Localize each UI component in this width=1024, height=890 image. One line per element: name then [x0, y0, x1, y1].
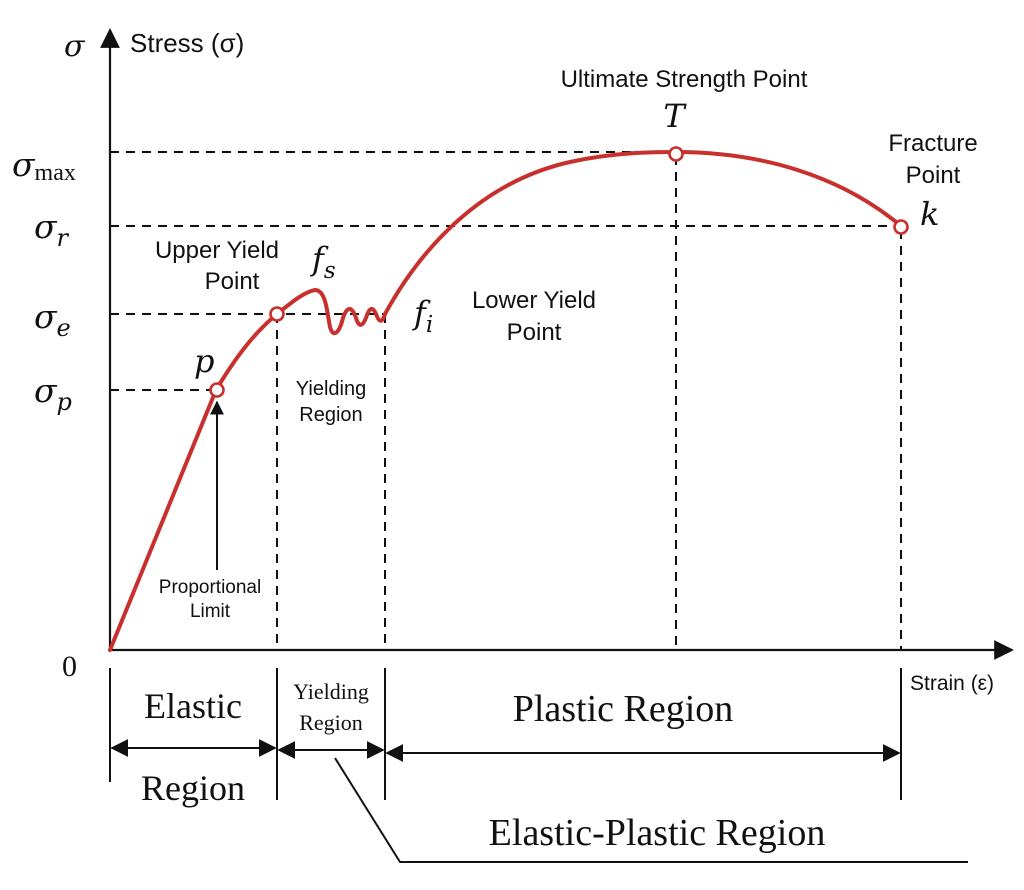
y-axis-title: Stress (σ)	[130, 28, 244, 58]
sigma-e-label: σe	[34, 297, 71, 342]
point-k-letter: k	[920, 195, 939, 233]
elastic-plastic-label: Elastic-Plastic Region	[489, 812, 826, 854]
yielding-region-inner: Yielding	[296, 378, 366, 400]
fs-symbol: fs	[310, 240, 336, 284]
fi-symbol: fi	[412, 294, 433, 338]
proportional-limit-caption-2: Limit	[190, 601, 231, 622]
elastic-plastic-leader	[334, 757, 968, 863]
yielding-region-label-2: Region	[299, 710, 363, 735]
sigma-max-label: σmax	[12, 145, 76, 186]
lower-yield-caption-2: Point	[507, 319, 562, 346]
origin-label: 0	[62, 650, 77, 683]
yielding-region-label: Yielding	[293, 679, 369, 704]
fracture-caption-2: Point	[906, 162, 961, 189]
point-t-letter: T	[663, 97, 687, 135]
elastic-region-label-2: Region	[141, 768, 245, 808]
ultimate-strength-point	[668, 146, 684, 162]
elastic-region-label: Elastic	[144, 686, 242, 726]
sigma-r-label: σr	[34, 207, 70, 252]
fracture-caption: Fracture	[888, 130, 977, 157]
y-axis-symbol: σ	[64, 29, 86, 64]
stress-strain-curve	[108, 150, 903, 652]
sigma-p-label: σp	[34, 371, 72, 416]
plastic-region-label: Plastic Region	[513, 688, 734, 730]
point-p-letter: p	[194, 342, 214, 380]
yielding-region-inner-2: Region	[299, 404, 362, 426]
upper-yield-caption-2: Point	[205, 268, 260, 295]
upper-yield-point	[269, 306, 285, 322]
proportional-limit-caption: Proportional	[159, 577, 261, 598]
x-axis-title: Strain (ε)	[910, 672, 994, 695]
fracture-point	[893, 219, 909, 235]
ultimate-caption: Ultimate Strength Point	[561, 66, 808, 93]
lower-yield-caption: Lower Yield	[472, 287, 596, 314]
proportional-limit-point	[209, 382, 225, 398]
upper-yield-caption: Upper Yield	[155, 237, 279, 264]
